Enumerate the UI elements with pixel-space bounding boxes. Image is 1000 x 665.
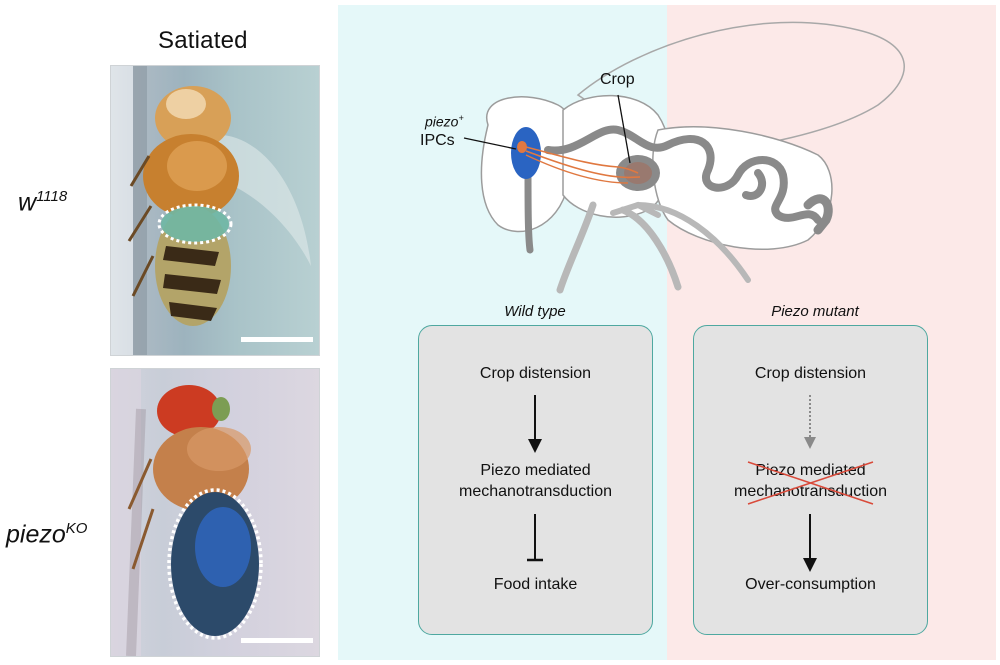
leg-hind (635, 202, 751, 283)
wild-type-label: Wild type (504, 303, 566, 320)
wt-step-food-intake: Food intake (493, 576, 578, 593)
mut-step-piezo-mediated: Piezo mediated (755, 462, 866, 479)
mut-dotted-arrow (804, 395, 816, 449)
ipc-neuron-1 (525, 146, 639, 174)
fly-piezo-ko-illustration (111, 369, 313, 656)
scale-bar-1 (241, 337, 313, 342)
mut-step-over-consumption: Over-consumption (745, 576, 876, 593)
piezo-plus-label: piezo+ (425, 113, 464, 130)
fly-photo-piezo-ko (110, 368, 320, 657)
wt-arrow-down (528, 395, 542, 453)
genotype-label-w1118: w1118 (18, 188, 68, 217)
ipc-neuron-2 (525, 150, 641, 179)
ipc-region (511, 127, 541, 179)
fly-anatomy-diagram (463, 21, 905, 294)
mut-step-crop-distension: Crop distension (754, 365, 867, 382)
piezo-mutant-label: Piezo mutant (771, 303, 859, 320)
wt-inhibition-arrow (527, 514, 543, 562)
abdomen-outline (652, 126, 833, 250)
fly-photo-w1118 (110, 65, 320, 356)
wt-step-piezo-mediated: Piezo mediated (480, 462, 591, 479)
wild-type-flow-box: Crop distension Piezo mediated mechanotr… (418, 325, 653, 635)
scale-bar-2 (241, 638, 313, 643)
crop-label: Crop (600, 71, 635, 88)
ipc-callout-line (463, 137, 517, 150)
wt-step-crop-distension: Crop distension (479, 365, 592, 382)
genotype-label-piezo-ko: piezoKO (6, 520, 88, 549)
satiated-title: Satiated (158, 27, 248, 54)
mut-strike-cross (747, 461, 874, 505)
wt-step-mechanotransduction: mechanotransduction (459, 483, 612, 500)
crop-callout-line (617, 94, 631, 164)
ipc-cells (517, 141, 527, 153)
fly-w1118-illustration (111, 66, 313, 355)
leg-middle (619, 206, 682, 291)
ipcs-label: IPCs (420, 132, 455, 149)
mutant-flow-box: Crop distension Piezo mediated mechanotr… (693, 325, 928, 635)
gut (544, 125, 822, 224)
mut-arrow-down (803, 514, 817, 572)
leg-front (556, 201, 597, 294)
